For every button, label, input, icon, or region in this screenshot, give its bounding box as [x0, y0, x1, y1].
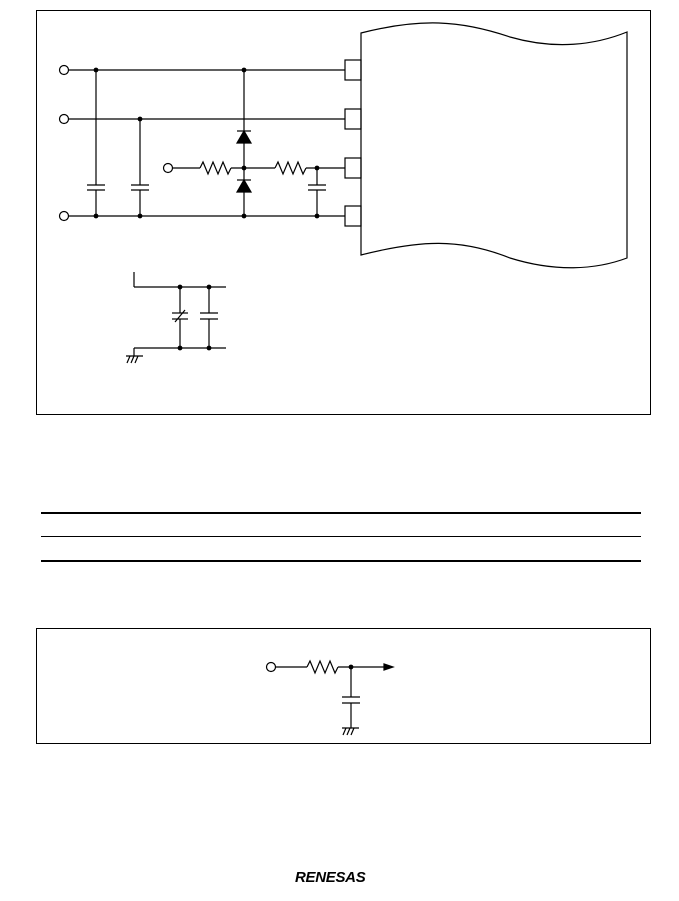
renesas-logo: RENESAS — [295, 869, 366, 886]
ground-symbol-2 — [342, 727, 359, 736]
ground-symbol-1 — [126, 355, 143, 364]
table-bottom-rule — [41, 560, 641, 562]
input-terminal-top — [58, 64, 70, 76]
rc-resistor — [306, 659, 339, 675]
pin-4 — [344, 205, 362, 227]
diode-lower — [235, 178, 253, 193]
rc-input-terminal — [265, 661, 277, 673]
output-arrow — [383, 663, 395, 671]
resistor-1 — [199, 160, 232, 176]
table-top-rule — [41, 512, 641, 514]
pin-3 — [344, 157, 362, 179]
pin-2 — [344, 108, 362, 130]
signal-input-terminal — [162, 162, 174, 174]
input-terminal-middle — [58, 113, 70, 125]
rc-filter-diagram-frame — [36, 628, 651, 744]
pin-1 — [344, 59, 362, 81]
chip-outline — [360, 22, 628, 269]
input-terminal-ground — [58, 210, 70, 222]
circuit-diagram-frame — [36, 10, 651, 415]
resistor-2 — [274, 160, 307, 176]
diode-upper — [235, 129, 253, 144]
table-middle-rule — [41, 536, 641, 537]
